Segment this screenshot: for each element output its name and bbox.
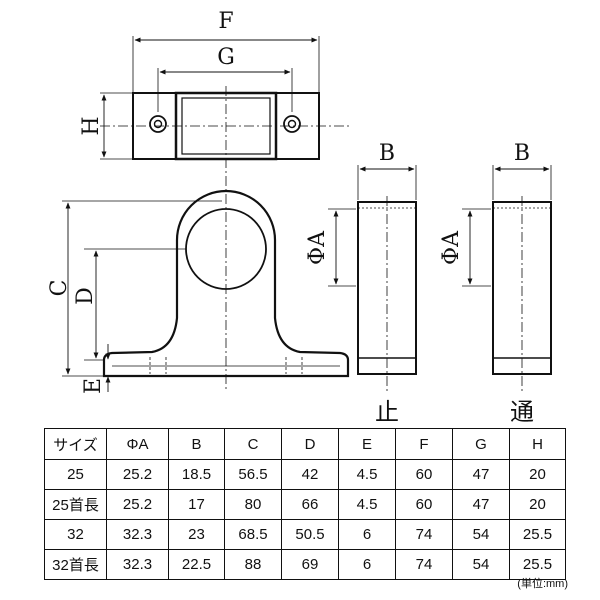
table-cell: 32.3 xyxy=(106,549,169,580)
table-cell: 20 xyxy=(509,459,566,490)
header-E: E xyxy=(338,428,396,460)
table-cell: 25.2 xyxy=(106,489,169,520)
top-boss-inner xyxy=(181,97,271,155)
table-cell: 47 xyxy=(452,489,510,520)
table-cell: 74 xyxy=(395,519,453,550)
table-cell: 6 xyxy=(338,519,396,550)
table-cell: 25.5 xyxy=(509,519,566,550)
label-B-through: B xyxy=(514,141,530,166)
table-row: 25 25.2 18.5 56.5 42 4.5 60 47 20 xyxy=(44,459,566,490)
table-cell: 18.5 xyxy=(168,459,225,490)
table-cell: 25.5 xyxy=(509,549,566,580)
spec-table-header: サイズ ΦA B C D E F G H xyxy=(44,428,566,460)
table-cell: 69 xyxy=(281,549,339,580)
table-row: 25首長 25.2 17 80 66 4.5 60 47 20 xyxy=(44,489,566,520)
table-cell: 60 xyxy=(395,459,453,490)
header-H: H xyxy=(509,428,566,460)
table-cell: 17 xyxy=(168,489,225,520)
table-cell: 60 xyxy=(395,489,453,520)
technical-drawing: F G H C D E xyxy=(47,9,552,426)
table-cell: 42 xyxy=(281,459,339,490)
top-view xyxy=(100,36,352,390)
table-cell: 32 xyxy=(44,519,107,550)
side-view-stop xyxy=(328,165,417,392)
table-cell: 47 xyxy=(452,459,510,490)
spec-table: サイズ ΦA B C D E F G H 25 25.2 18.5 56.5 4… xyxy=(44,428,566,580)
table-cell: 54 xyxy=(452,519,510,550)
label-phiA-through: ΦA xyxy=(439,230,464,265)
table-cell: 74 xyxy=(395,549,453,580)
header-phiA: ΦA xyxy=(106,428,169,460)
table-cell: 23 xyxy=(168,519,225,550)
table-row: 32首長 32.3 22.5 88 69 6 74 54 25.5 xyxy=(44,549,566,580)
table-cell: 54 xyxy=(452,549,510,580)
header-C: C xyxy=(224,428,282,460)
label-H: H xyxy=(79,116,104,135)
front-view xyxy=(62,189,350,392)
table-cell: 68.5 xyxy=(224,519,282,550)
label-C: C xyxy=(47,280,72,297)
header-size: サイズ xyxy=(44,428,107,460)
table-cell: 4.5 xyxy=(338,459,396,490)
table-cell: 6 xyxy=(338,549,396,580)
view-label-through: 通 xyxy=(510,398,534,426)
header-D: D xyxy=(281,428,339,460)
table-cell: 50.5 xyxy=(281,519,339,550)
front-silhouette xyxy=(102,189,350,378)
table-cell: 20 xyxy=(509,489,566,520)
label-F: F xyxy=(218,9,233,34)
top-boss xyxy=(174,91,278,161)
label-E: E xyxy=(81,378,106,394)
unit-note: (単位:mm) xyxy=(517,578,568,590)
table-cell: 4.5 xyxy=(338,489,396,520)
header-G: G xyxy=(452,428,510,460)
table-cell: 25 xyxy=(44,459,107,490)
table-cell: 32.3 xyxy=(106,519,169,550)
screw-hole-right xyxy=(283,115,301,133)
table-cell: 25.2 xyxy=(106,459,169,490)
side-view-through xyxy=(462,165,552,392)
table-cell: 56.5 xyxy=(224,459,282,490)
table-cell: 22.5 xyxy=(168,549,225,580)
label-G: G xyxy=(217,45,235,70)
table-cell: 80 xyxy=(224,489,282,520)
table-cell: 88 xyxy=(224,549,282,580)
header-F: F xyxy=(395,428,453,460)
screw-hole-left xyxy=(149,115,167,133)
table-row: 32 32.3 23 68.5 50.5 6 74 54 25.5 xyxy=(44,519,566,550)
header-B: B xyxy=(168,428,225,460)
label-B-stop: B xyxy=(379,141,395,166)
table-cell: 32首長 xyxy=(44,549,107,580)
table-cell: 66 xyxy=(281,489,339,520)
label-phiA-stop: ΦA xyxy=(305,230,330,265)
table-cell: 25首長 xyxy=(44,489,107,520)
label-D: D xyxy=(73,287,98,305)
view-label-stop: 止 xyxy=(375,398,399,426)
